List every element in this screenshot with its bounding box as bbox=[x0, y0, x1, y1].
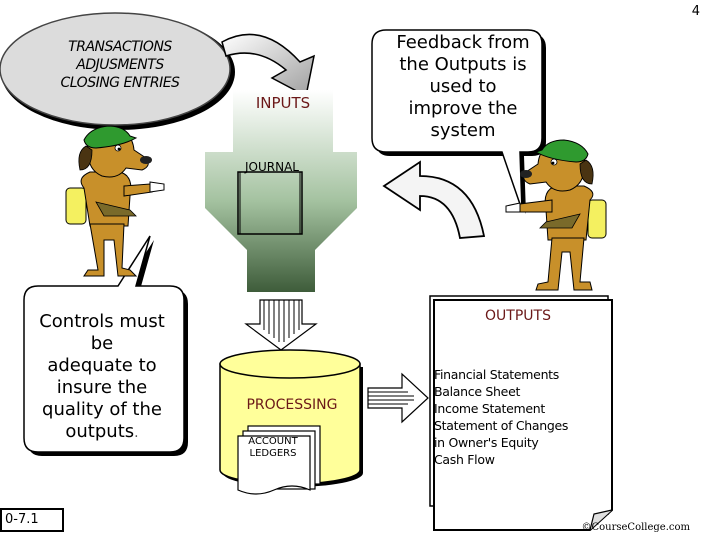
inputs-funnel bbox=[205, 90, 357, 292]
account-ledgers-label: ACCOUNT LEDGERS bbox=[238, 436, 308, 460]
cloud-shape bbox=[0, 12, 235, 130]
slide-number-box: 0-7.1 bbox=[0, 508, 64, 532]
controls-end-punct: . bbox=[134, 425, 139, 441]
controls-line: quality of the bbox=[42, 399, 162, 420]
processing-label: PROCESSING bbox=[246, 397, 338, 413]
feedback-line: Feedback from bbox=[396, 32, 530, 53]
controls-bubble-text: Controls must be adequate to insure the … bbox=[22, 311, 182, 444]
outputs-document bbox=[429, 295, 613, 531]
controls-line: Controls must bbox=[39, 311, 165, 332]
right-arrow bbox=[367, 372, 429, 424]
outputs-item: Income Statement bbox=[434, 401, 545, 416]
outputs-item: Balance Sheet bbox=[434, 384, 521, 399]
feedback-bubble-shape bbox=[371, 29, 546, 214]
cloud-line-closing-entries: CLOSING ENTRIES bbox=[60, 75, 180, 91]
page-number: 4 bbox=[691, 4, 700, 19]
controls-line: be bbox=[90, 333, 114, 354]
ledger-stack bbox=[237, 425, 321, 495]
outputs-title: OUTPUTS bbox=[485, 308, 551, 324]
controls-bubble-shape bbox=[23, 235, 188, 456]
feedback-line: improve the bbox=[408, 98, 518, 119]
controls-line-outputs: outputs bbox=[65, 421, 135, 442]
journal-box bbox=[237, 171, 303, 235]
controls-line: insure the bbox=[56, 377, 148, 398]
controls-line-last: outputs. bbox=[22, 421, 182, 444]
cloud-text: TRANSACTIONS ADJUSMENTS CLOSING ENTRIES bbox=[20, 38, 220, 92]
curved-arrow-top bbox=[221, 33, 316, 98]
outputs-list: Financial Statements Balance Sheet Incom… bbox=[434, 366, 609, 468]
feedback-arrow bbox=[382, 160, 486, 239]
controls-line: adequate to bbox=[47, 355, 157, 376]
cloud-line-transactions: TRANSACTIONS bbox=[68, 39, 172, 55]
ledgers-line: LEDGERS bbox=[249, 448, 297, 459]
dog-right bbox=[505, 139, 607, 291]
journal-label: JOURNAL bbox=[245, 160, 299, 174]
outputs-item: Cash Flow bbox=[434, 452, 495, 467]
copyright-text: ©CourseCollege.com bbox=[581, 522, 690, 533]
feedback-bubble-text: Feedback from the Outputs is used to imp… bbox=[378, 32, 548, 142]
ledgers-line: ACCOUNT bbox=[248, 436, 298, 447]
outputs-item: Financial Statements bbox=[434, 367, 559, 382]
dog-left bbox=[65, 125, 165, 277]
outputs-item: in Owner's Equity bbox=[434, 435, 539, 450]
feedback-line: the Outputs is bbox=[399, 54, 527, 75]
inputs-label: INPUTS bbox=[255, 94, 311, 112]
cloud-line-adjustments: ADJUSMENTS bbox=[76, 57, 164, 73]
feedback-line: system bbox=[430, 120, 496, 141]
outputs-item: Statement of Changes bbox=[434, 418, 569, 433]
down-arrow bbox=[244, 299, 318, 351]
feedback-line: used to bbox=[429, 76, 497, 97]
